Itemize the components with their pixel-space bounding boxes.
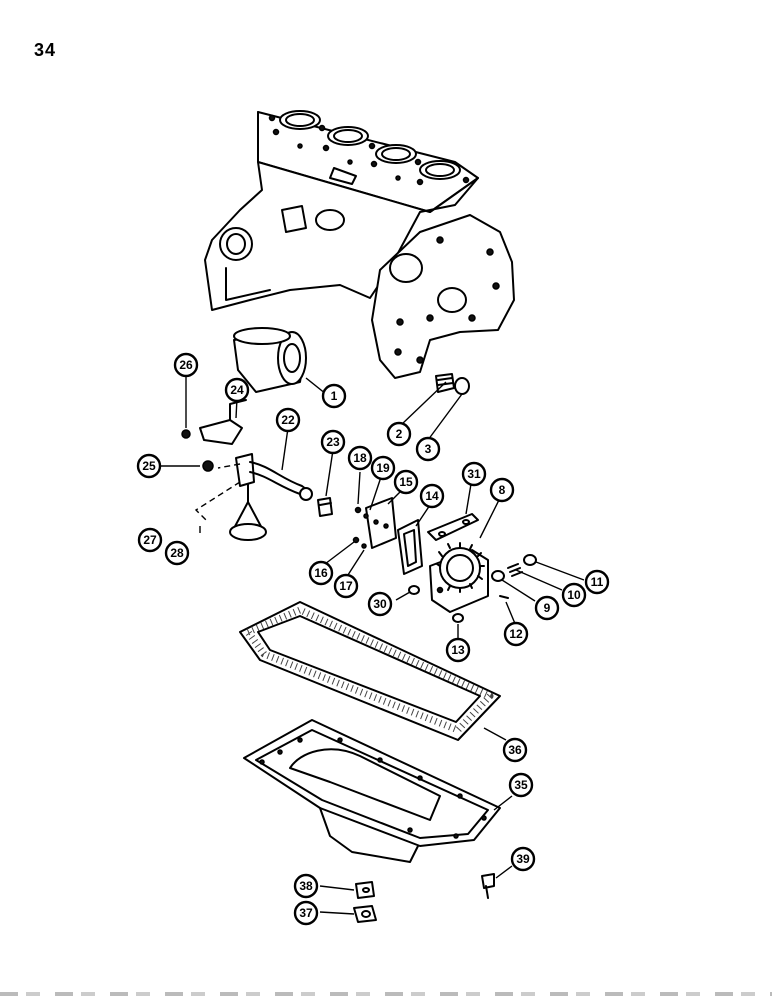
callout-10: 10 [561,582,587,608]
pump-cover-illustration [365,497,423,575]
callout-26: 26 [173,352,199,378]
callout-8: 8 [489,477,515,503]
oil-pan-illustration [243,719,501,863]
svg-text:18: 18 [353,451,367,465]
callout-23: 23 [320,429,346,455]
svg-text:9: 9 [544,601,551,615]
callout-22: 22 [275,407,301,433]
callout-28: 28 [164,540,190,566]
svg-text:16: 16 [314,566,328,580]
svg-text:1: 1 [331,389,338,403]
svg-text:10: 10 [567,588,581,602]
relief-fitting-illustration [317,497,333,517]
callout-9: 9 [534,595,560,621]
svg-text:39: 39 [516,852,530,866]
callout-27: 27 [137,527,163,553]
svg-text:19: 19 [376,461,390,475]
callout-12: 12 [503,621,529,647]
callout-11: 11 [584,569,610,595]
drain-plug-illustration [353,873,495,923]
svg-text:26: 26 [179,358,193,372]
callout-25: 25 [136,453,162,479]
callout-13: 13 [445,637,471,663]
callout-2: 2 [386,421,412,447]
svg-text:2: 2 [396,427,403,441]
svg-text:24: 24 [230,383,244,397]
svg-text:31: 31 [467,467,481,481]
callout-31: 31 [461,461,487,487]
callout-14: 14 [419,483,445,509]
svg-text:22: 22 [281,413,295,427]
callout-19: 19 [370,455,396,481]
svg-text:30: 30 [373,597,387,611]
callout-24: 24 [224,377,250,403]
callout-39: 39 [510,846,536,872]
oil-pickup-tube-illustration [229,453,313,541]
callout-17: 17 [333,573,359,599]
svg-text:25: 25 [142,459,156,473]
bracket-illustration [181,399,247,472]
callout-1: 1 [321,383,347,409]
svg-text:13: 13 [451,643,465,657]
svg-text:11: 11 [591,575,604,589]
oil-pump-illustration [408,513,537,623]
svg-text:12: 12 [509,627,523,641]
callout-16: 16 [308,560,334,586]
svg-text:14: 14 [425,489,439,503]
callout-38: 38 [293,873,319,899]
svg-text:27: 27 [143,533,157,547]
fitting-and-plug-illustration [435,373,470,395]
svg-text:38: 38 [299,879,313,893]
page-number: 34 [34,40,57,60]
callout-37: 37 [293,900,319,926]
callout-bubbles: 1 2 3 8 9 10 11 12 13 14 15 16 17 18 19 … [136,352,610,926]
engine-block-illustration [204,110,515,379]
svg-text:15: 15 [399,475,413,489]
svg-text:8: 8 [499,483,506,497]
svg-text:35: 35 [514,778,528,792]
svg-text:28: 28 [170,546,184,560]
callout-30: 30 [367,591,393,617]
svg-text:23: 23 [326,435,340,449]
svg-text:3: 3 [425,442,432,456]
small-fasteners-illustration [352,506,369,549]
callout-3: 3 [415,436,441,462]
svg-text:17: 17 [339,579,353,593]
callout-35: 35 [508,772,534,798]
callout-18: 18 [347,445,373,471]
callout-15: 15 [393,469,419,495]
scan-artifact-strip [0,992,772,996]
oil-filter-illustration [233,327,307,393]
callout-36: 36 [502,737,528,763]
oil-pan-gasket-illustration [239,601,501,741]
svg-text:36: 36 [508,743,522,757]
svg-text:37: 37 [299,906,313,920]
